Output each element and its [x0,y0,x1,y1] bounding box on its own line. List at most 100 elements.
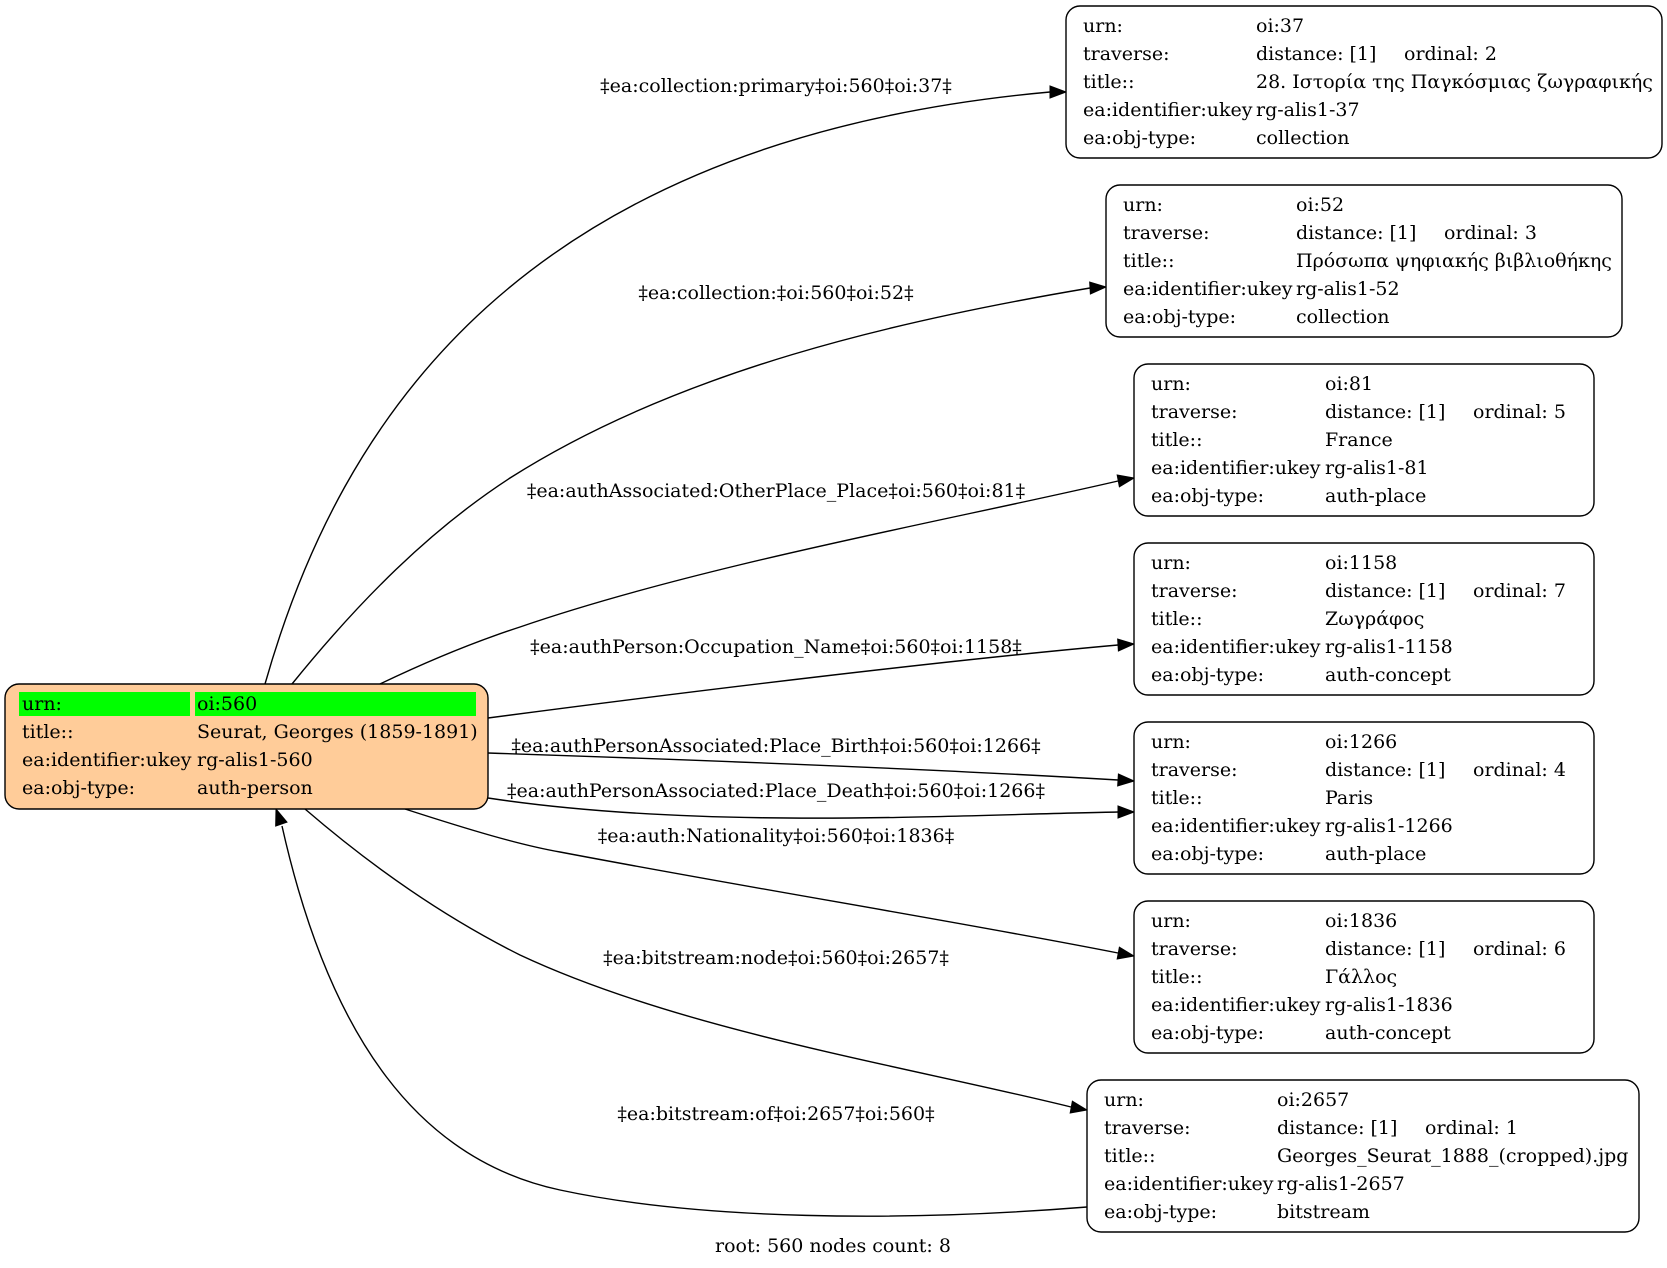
edge-label: ‡ea:collection:primary‡oi:560‡oi:37‡ [600,75,952,97]
node-objtype-value: auth-concept [1325,1022,1451,1044]
edge-arrowhead [1116,474,1136,488]
node-urn-label: urn: [1151,373,1191,395]
root-row-label: title:: [22,721,73,743]
edge-label: ‡ea:auth:Nationality‡oi:560‡oi:1836‡ [598,825,954,847]
node-urn-label: urn: [1151,910,1191,932]
node-urn-value: oi:1266 [1325,731,1397,753]
node-distance-value: distance: [1] [1256,43,1376,65]
node-traverse-label: traverse: [1083,43,1170,65]
node-objtype-label: ea:obj-type: [1151,664,1264,686]
node-title-label: title:: [1151,787,1202,809]
node-objtype-label: ea:obj-type: [1151,843,1264,865]
node-distance-value: distance: [1] [1325,938,1445,960]
node-objtype-value: auth-place [1325,843,1426,865]
node-ukey-label: ea:identifier:ukey [1104,1173,1274,1195]
node-objtype-value: collection [1296,306,1390,328]
node-ukey-value: rg-alis1-1158 [1325,636,1453,658]
edge-arrowhead [1116,946,1136,960]
node-box [1133,900,1595,1054]
node-title-label: title:: [1151,429,1202,451]
node-ukey-value: rg-alis1-52 [1296,278,1400,300]
node-title-value: Πρόσωπα ψηφιακής βιβλιοθήκης [1296,250,1612,272]
node-oi37[interactable]: urn: oi:37 traverse: distance: [1] ordinal: … [1065,5,1663,159]
node-ukey-label: ea:identifier:ukey [1083,99,1253,121]
node-objtype-value: auth-place [1325,485,1426,507]
node-traverse-label: traverse: [1151,580,1238,602]
edge-line [291,287,1091,685]
node-urn-value: oi:37 [1256,15,1304,37]
node-ordinal-value: ordinal: 1 [1425,1117,1518,1139]
root-row-value: rg-alis1-560 [197,749,313,771]
edge-line [487,752,1119,781]
edge-arrowhead [1117,805,1136,819]
edge-arrowhead [1069,1100,1089,1114]
edge-label: ‡ea:collection:‡oi:560‡oi:52‡ [638,282,913,304]
node-oi1266[interactable]: urn: oi:1266 traverse: distance: [1] ordinal… [1133,721,1595,875]
edge: ‡ea:authPersonAssociated:Place_Birth‡oi:… [487,735,1136,787]
root-row-value: auth-person [197,777,313,799]
node-distance-value: distance: [1] [1325,759,1445,781]
root-row-value: oi:560 [197,693,257,715]
edge-line [404,808,1119,954]
node-traverse-label: traverse: [1104,1117,1191,1139]
edge-label: ‡ea:authPersonAssociated:Place_Death‡oi:… [507,780,1045,802]
node-objtype-label: ea:obj-type: [1123,306,1236,328]
node-ordinal-value: ordinal: 6 [1473,938,1566,960]
node-box [1065,5,1663,159]
node-box [1133,721,1595,875]
node-ukey-value: rg-alis1-2657 [1277,1173,1405,1195]
node-urn-label: urn: [1151,731,1191,753]
node-objtype-value: collection [1256,127,1350,149]
node-ordinal-value: ordinal: 4 [1473,759,1566,781]
edge: ‡ea:auth:Nationality‡oi:560‡oi:1836‡ [404,808,1136,960]
node-urn-label: urn: [1151,552,1191,574]
edge: ‡ea:bitstream:node‡oi:560‡oi:2657‡ [304,808,1089,1114]
node-urn-value: oi:1158 [1325,552,1397,574]
edge: ‡ea:authPerson:Occupation_Name‡oi:560‡oi… [487,636,1136,719]
node-ordinal-value: ordinal: 2 [1404,43,1497,65]
node-urn-label: urn: [1104,1089,1144,1111]
node-box [1105,184,1623,338]
node-ukey-value: rg-alis1-37 [1256,99,1360,121]
node-ukey-label: ea:identifier:ukey [1123,278,1293,300]
node-objtype-label: ea:obj-type: [1151,1022,1264,1044]
node-title-value: Γάλλος [1325,966,1397,988]
node-ukey-label: ea:identifier:ukey [1151,994,1321,1016]
graph-footer: root: 560 nodes count: 8 [715,1235,951,1257]
node-objtype-value: auth-concept [1325,664,1451,686]
root-urn-label-highlight [19,692,190,716]
node-box [1133,542,1595,696]
node-ukey-value: rg-alis1-1836 [1325,994,1453,1016]
node-title-label: title:: [1083,71,1134,93]
root-urn-value-highlight [195,692,476,716]
edge-line [487,644,1119,719]
node-title-value: France [1325,429,1393,451]
edge-label: ‡ea:bitstream:node‡oi:560‡oi:2657‡ [603,947,949,969]
root-row-label: urn: [22,693,62,715]
edge: ‡ea:bitstream:of‡oi:2657‡oi:560‡ [275,807,1088,1217]
root-row-label: ea:identifier:ukey [22,749,192,771]
node-objtype-value: bitstream [1277,1201,1370,1223]
root-row-label: ea:obj-type: [22,777,135,799]
node-traverse-label: traverse: [1151,759,1238,781]
edge-arrowhead [275,807,288,827]
edge-line [281,825,1088,1217]
node-urn-label: urn: [1083,15,1123,37]
node-urn-value: oi:81 [1325,373,1373,395]
node-title-label: title:: [1151,608,1202,630]
node-objtype-label: ea:obj-type: [1104,1201,1217,1223]
edge-line [487,797,1119,819]
node-title-value: Georges_Seurat_1888_(cropped).jpg [1277,1145,1628,1167]
edge: ‡ea:authPersonAssociated:Place_Death‡oi:… [487,780,1136,819]
node-ukey-label: ea:identifier:ukey [1151,636,1321,658]
node-title-value: Paris [1325,787,1373,809]
node-box [1133,363,1595,517]
